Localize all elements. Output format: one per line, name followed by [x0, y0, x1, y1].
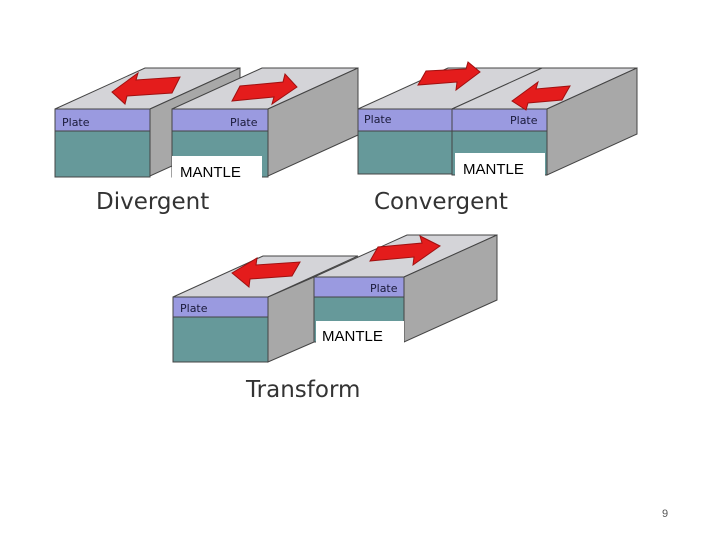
transform-diagram: Plate Plate MANTLE Transform: [172, 234, 498, 403]
divergent-left-arrow: [111, 71, 181, 105]
convergent-mantle-label-box: [455, 153, 545, 178]
transform-right-plate-label: Plate: [370, 282, 398, 295]
divergent-left-plate-label: Plate: [62, 116, 90, 129]
transform-left-plate-label: Plate: [180, 302, 208, 315]
transform-left-arrow: [231, 257, 301, 288]
transform-mantle-label-box: [316, 321, 404, 345]
divergent-right-plate-label: Plate: [230, 116, 258, 129]
transform-mantle-label: MANTLE: [322, 328, 383, 345]
divergent-mantle-label-box: [172, 156, 262, 181]
convergent-left-plate-label: Plate: [364, 113, 392, 126]
convergent-right-plate-label: Plate: [510, 114, 538, 127]
convergent-left-arrow: [417, 61, 481, 92]
page-number: 9: [662, 508, 669, 520]
convergent-mantle-label: MANTLE: [463, 161, 524, 178]
divergent-right-arrow: [231, 72, 298, 106]
divergent-diagram: Plate Plate MANTLE Divergent: [54, 67, 359, 215]
convergent-diagram: Plate Plate MANTLE Convergent: [357, 61, 638, 215]
convergent-right-arrow: [511, 80, 571, 111]
convergent-caption: Convergent: [374, 189, 508, 215]
convergent-left-block: [357, 67, 543, 175]
transform-right-arrow: [369, 235, 441, 267]
divergent-mantle-label: MANTLE: [180, 164, 241, 181]
divergent-caption: Divergent: [96, 189, 209, 215]
transform-caption: Transform: [245, 377, 360, 403]
